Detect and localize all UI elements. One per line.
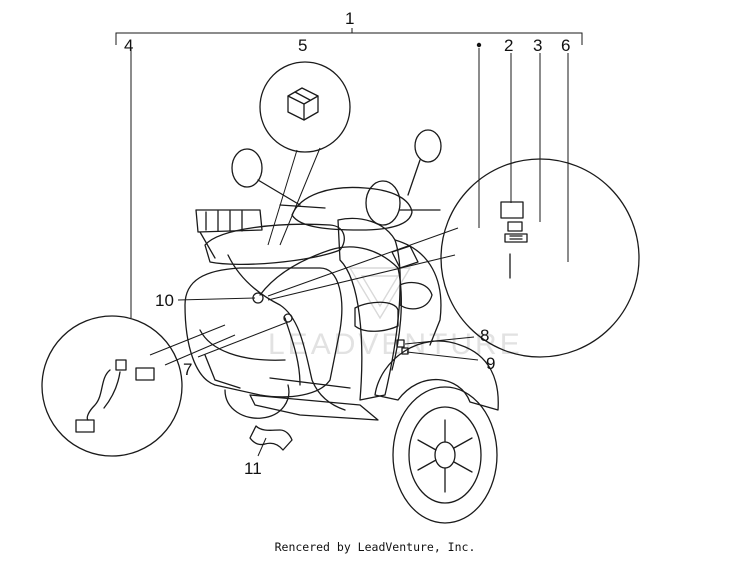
callout-10: 10	[155, 291, 174, 310]
callout-2: 2	[504, 36, 513, 55]
leader-lines	[130, 42, 569, 457]
callout-6: 6	[561, 36, 570, 55]
scooter-illustration	[184, 129, 499, 524]
callout-11: 11	[244, 459, 262, 478]
watermark: LEADVENTURE	[268, 267, 523, 361]
footer-credit: Rencered by LeadVenture, Inc.	[274, 540, 476, 554]
detail-harness-4	[41, 315, 236, 457]
detail-fuses-2-3-6	[267, 158, 640, 358]
callout-5: 5	[298, 36, 307, 55]
callout-7: 7	[183, 360, 192, 379]
watermark-text: LEADVENTURE	[268, 328, 523, 361]
part-11	[249, 425, 293, 451]
callout-3: 3	[533, 36, 542, 55]
detail-relay-5	[259, 61, 351, 246]
group-bracket	[115, 28, 583, 45]
callout-4: 4	[124, 36, 133, 55]
callout-9: 9	[486, 354, 495, 373]
callout-1: 1	[345, 9, 354, 28]
callout-8: 8	[480, 326, 489, 345]
callouts: 1 2 3 4 5 6 7 8 9 10 11	[124, 9, 570, 478]
